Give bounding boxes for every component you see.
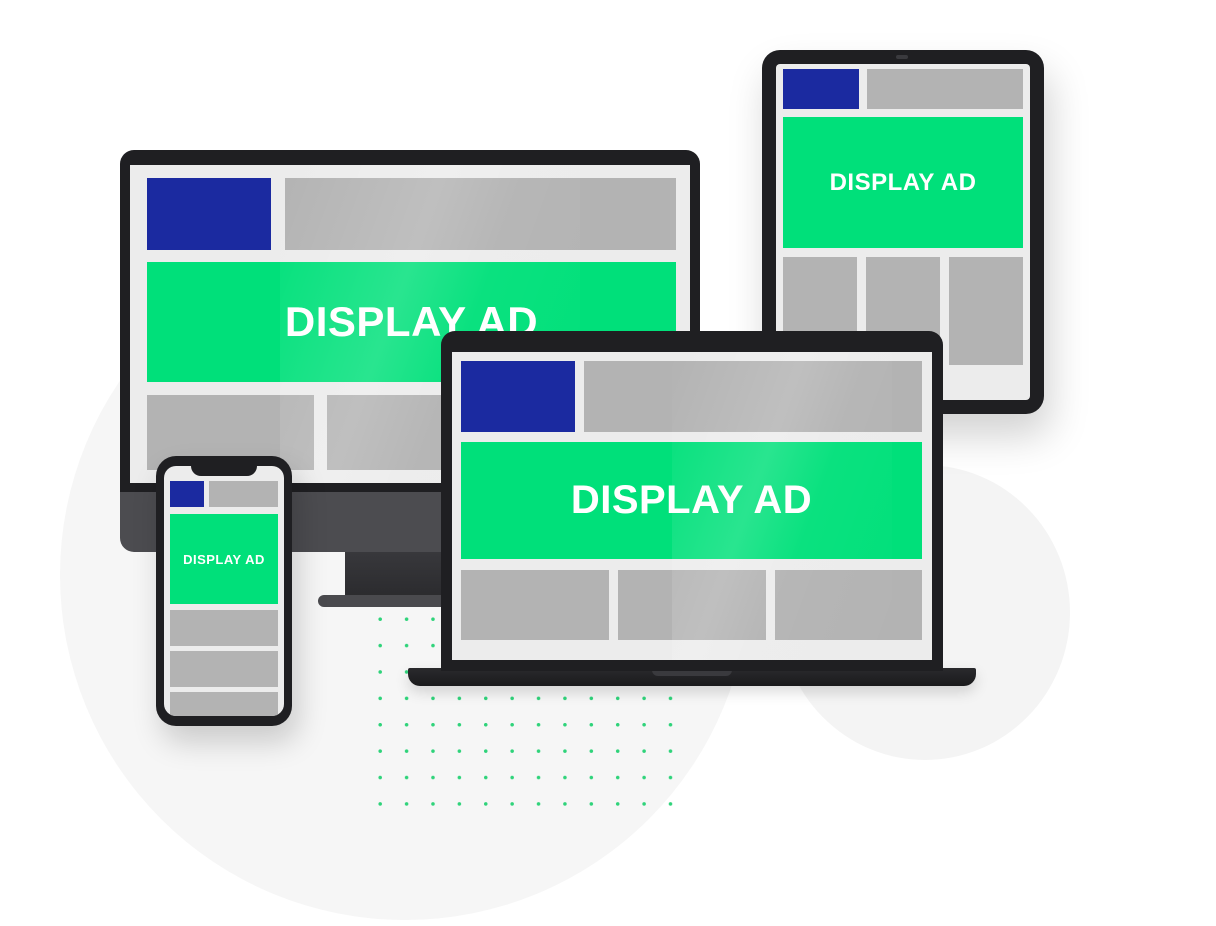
tablet-ad-label: DISPLAY AD (829, 168, 977, 196)
laptop-content-block (461, 570, 609, 640)
laptop-header-block (584, 361, 922, 432)
phone-display-ad: DISPLAY AD (170, 514, 278, 604)
phone-content-block (170, 651, 278, 687)
phone-ad-label: DISPLAY AD (183, 551, 265, 567)
tablet-display-ad: DISPLAY AD (783, 117, 1023, 248)
phone-header-block (209, 481, 278, 507)
smartphone: DISPLAY AD (156, 456, 292, 726)
phone-content-block (170, 692, 278, 716)
laptop-hinge-notch (652, 670, 732, 676)
monitor-stand-base (318, 595, 478, 607)
tablet-logo-block (783, 69, 859, 109)
laptop-display-ad: DISPLAY AD (461, 442, 922, 559)
monitor-header-block (285, 178, 676, 250)
smartphone-notch (191, 462, 257, 476)
tablet-content-block (949, 257, 1023, 365)
laptop-ad-label: DISPLAY AD (570, 478, 813, 522)
tablet-header-block (867, 69, 1023, 109)
smartphone-screen: DISPLAY AD (164, 466, 284, 716)
laptop-screen: DISPLAY AD (452, 352, 932, 660)
phone-logo-block (170, 481, 204, 507)
phone-content-block (170, 610, 278, 646)
laptop-base (408, 668, 976, 686)
tablet-camera (896, 55, 908, 59)
laptop-content-block (618, 570, 766, 640)
monitor-stand (345, 545, 450, 600)
laptop-logo-block (461, 361, 575, 432)
monitor-logo-block (147, 178, 271, 250)
laptop-content-block (775, 570, 922, 640)
